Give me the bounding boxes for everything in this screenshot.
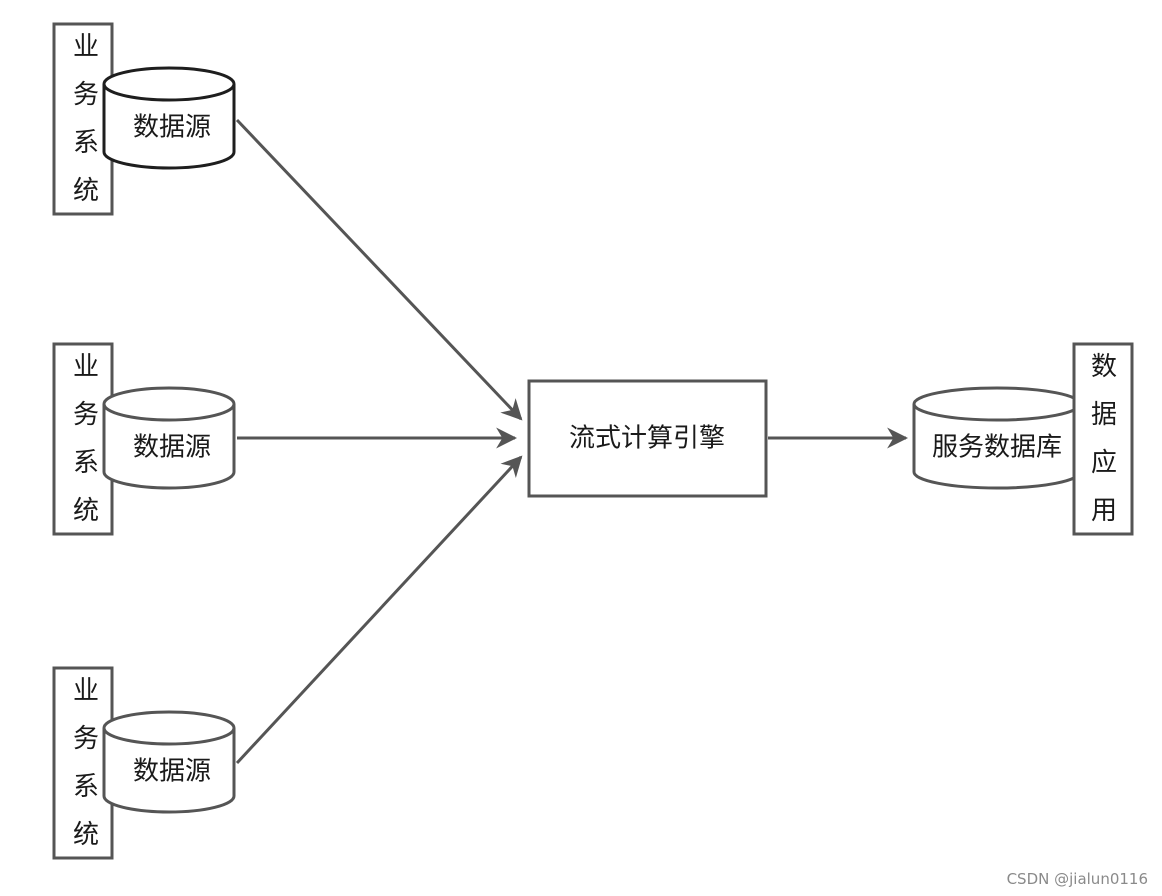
stream-engine: 流式计算引擎 — [527, 379, 768, 498]
business-system-box-2 — [52, 342, 114, 536]
data-source-cylinder-3 — [102, 710, 236, 814]
data-source-cylinder-2 — [102, 386, 236, 490]
service-db-cylinder — [912, 386, 1082, 490]
service-db-label: 服务数据库 — [932, 433, 1062, 463]
data-source-label-2: 数据源 — [133, 433, 211, 463]
csdn-watermark: CSDN @jialun0116 — [1006, 870, 1148, 888]
data-source-label-3: 数据源 — [133, 757, 211, 787]
business-system-box-1 — [52, 22, 114, 216]
arrow-source3-to-engine — [235, 455, 523, 765]
data-application: 数据应用 — [1072, 342, 1134, 536]
business-system-label-1: 业务系统 — [73, 32, 99, 206]
data-source-cylinder-1 — [102, 66, 236, 170]
data-source-label-1: 数据源 — [133, 113, 211, 143]
source-group-3: 业务系统 数据源 — [52, 666, 236, 860]
source-group-1: 业务系统 数据源 — [52, 22, 236, 216]
business-system-label-2: 业务系统 — [73, 352, 99, 526]
stream-engine-label: 流式计算引擎 — [569, 424, 725, 454]
data-app-label: 数据应用 — [1091, 352, 1117, 526]
source-group-2: 业务系统 数据源 — [52, 342, 236, 536]
stream-engine-box — [527, 379, 768, 498]
service-database: 服务数据库 — [912, 386, 1082, 490]
business-system-label-3: 业务系统 — [73, 676, 99, 850]
data-app-box — [1072, 342, 1134, 536]
arrow-source1-to-engine — [235, 118, 523, 421]
